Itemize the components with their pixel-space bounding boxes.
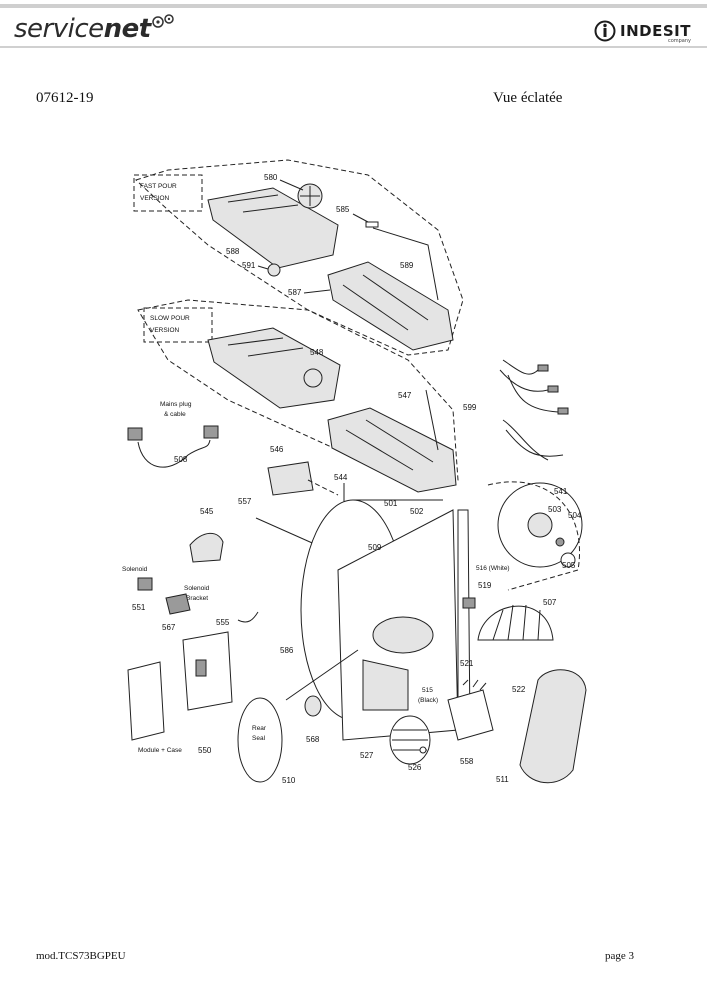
part-label-526: 526	[408, 763, 422, 772]
servicenet-logo: servicenet	[14, 16, 151, 42]
part-label-507: 507	[543, 598, 557, 607]
indesit-logo: INDESIT company	[594, 18, 691, 44]
solenoid-note: Solenoid	[122, 566, 148, 573]
note-516-white: 516 (White)	[476, 565, 510, 572]
part-label-550: 550	[198, 746, 212, 755]
hose-585	[365, 221, 379, 228]
fast-pour-note-box	[133, 174, 203, 212]
part-label-511: 511	[496, 775, 509, 784]
gear-icon	[152, 14, 174, 28]
part-label-547: 547	[398, 391, 412, 400]
part-label-589: 589	[400, 261, 414, 270]
bearing-568	[304, 695, 322, 717]
part-label-522: 522	[512, 685, 526, 694]
dispenser-drawer-fast	[207, 187, 339, 269]
indesit-mark-icon	[594, 20, 616, 42]
slow-pour-group-outline	[137, 299, 459, 491]
part-label-504: 504	[568, 511, 582, 520]
part-label-586: 586	[280, 646, 294, 655]
part-label-501: 501	[384, 499, 398, 508]
part-545	[189, 532, 224, 563]
part-label-505: 505	[562, 561, 576, 570]
slow-pour-note-line2: VERSION	[150, 327, 180, 334]
cover-511	[519, 669, 587, 784]
module-board-550	[182, 631, 233, 711]
dispenser-drawer-fast-ribs	[227, 194, 299, 213]
note-515-line1: 515	[422, 687, 433, 694]
rear-seal-note-line1: Rear	[252, 725, 267, 732]
fast-pour-note-line2: VERSION	[140, 195, 170, 202]
part-label-508: 508	[174, 455, 188, 464]
footer-page-number: page 3	[605, 950, 635, 962]
part-label-587: 587	[288, 288, 302, 297]
part-label-527: 527	[360, 751, 374, 760]
solenoid-551	[137, 577, 153, 591]
indesit-company-text: company	[667, 38, 691, 44]
part-label-591: 591	[242, 261, 256, 270]
wiring-harness-599	[499, 359, 564, 461]
filter-cover-546	[267, 461, 314, 496]
part-label-558: 558	[460, 757, 474, 766]
part-label-557: 557	[238, 497, 252, 506]
duct-558	[447, 689, 494, 741]
mains-note-line1: Mains plug	[160, 401, 192, 408]
part-label-548: 548	[310, 348, 324, 357]
part-label-503: 503	[548, 505, 562, 514]
part-label-551: 551	[132, 603, 146, 612]
logo-text-net: net	[103, 14, 152, 44]
mains-cable-508	[137, 439, 211, 468]
part-label-599: 599	[463, 403, 477, 412]
part-label-519: 519	[478, 581, 492, 590]
part-label-585: 585	[336, 205, 350, 214]
part-label-541: 541	[554, 487, 568, 496]
exploded-view-diagram: FAST POUR VERSION 580 585 588 591 589 58…	[122, 159, 587, 785]
part-label-567: 567	[162, 623, 176, 632]
part-label-521: 521	[460, 659, 474, 668]
part-label-545: 545	[200, 507, 214, 516]
note-515-line2: (Black)	[418, 697, 438, 704]
logo-text-service: service	[14, 14, 104, 44]
part-label-555: 555	[216, 618, 230, 627]
valve-591	[267, 263, 281, 277]
rear-seal-note-line2: Seal	[252, 735, 266, 742]
header-top-bar	[0, 4, 707, 8]
part-label-509: 509	[368, 543, 382, 552]
rear-seal-510	[237, 697, 283, 783]
mains-note-line2: & cable	[164, 411, 186, 418]
mains-plug	[127, 427, 143, 441]
part-label-502: 502	[410, 507, 424, 516]
screws-521	[462, 679, 487, 691]
solenoid-bracket-note-line1: Solenoid	[184, 585, 210, 592]
part-label-580: 580	[264, 173, 278, 182]
water-container-fast	[327, 261, 454, 351]
solenoid-bracket-note-line2: Bracket	[186, 595, 208, 602]
sensor-519	[462, 597, 476, 609]
indesit-wordmark: INDESIT	[620, 22, 691, 40]
part-label-546: 546	[270, 445, 284, 454]
document-title: Vue éclatée	[493, 90, 563, 106]
slow-pour-note-box	[143, 307, 213, 343]
fast-pour-group-outline	[135, 159, 464, 356]
part-label-588: 588	[226, 247, 240, 256]
part-label-568: 568	[306, 735, 320, 744]
dispenser-drawer-slow	[207, 327, 341, 409]
solenoid-bracket-567	[165, 593, 191, 615]
header-rule	[0, 46, 707, 48]
document-reference: 07612-19	[36, 90, 94, 106]
hose-589	[372, 227, 439, 301]
part-label-510: 510	[282, 776, 296, 785]
fast-pour-note-line1: FAST POUR	[140, 183, 177, 190]
part-label-544: 544	[334, 473, 348, 482]
air-duct-opening	[372, 616, 434, 654]
filter-grid-507	[477, 605, 554, 641]
module-case	[127, 661, 165, 741]
module-case-note: Module + Case	[138, 747, 182, 754]
footer-model: mod.TCS73BGPEU	[36, 950, 126, 962]
slow-pour-note-line1: SLOW POUR	[150, 315, 190, 322]
water-container-slow	[327, 407, 457, 493]
